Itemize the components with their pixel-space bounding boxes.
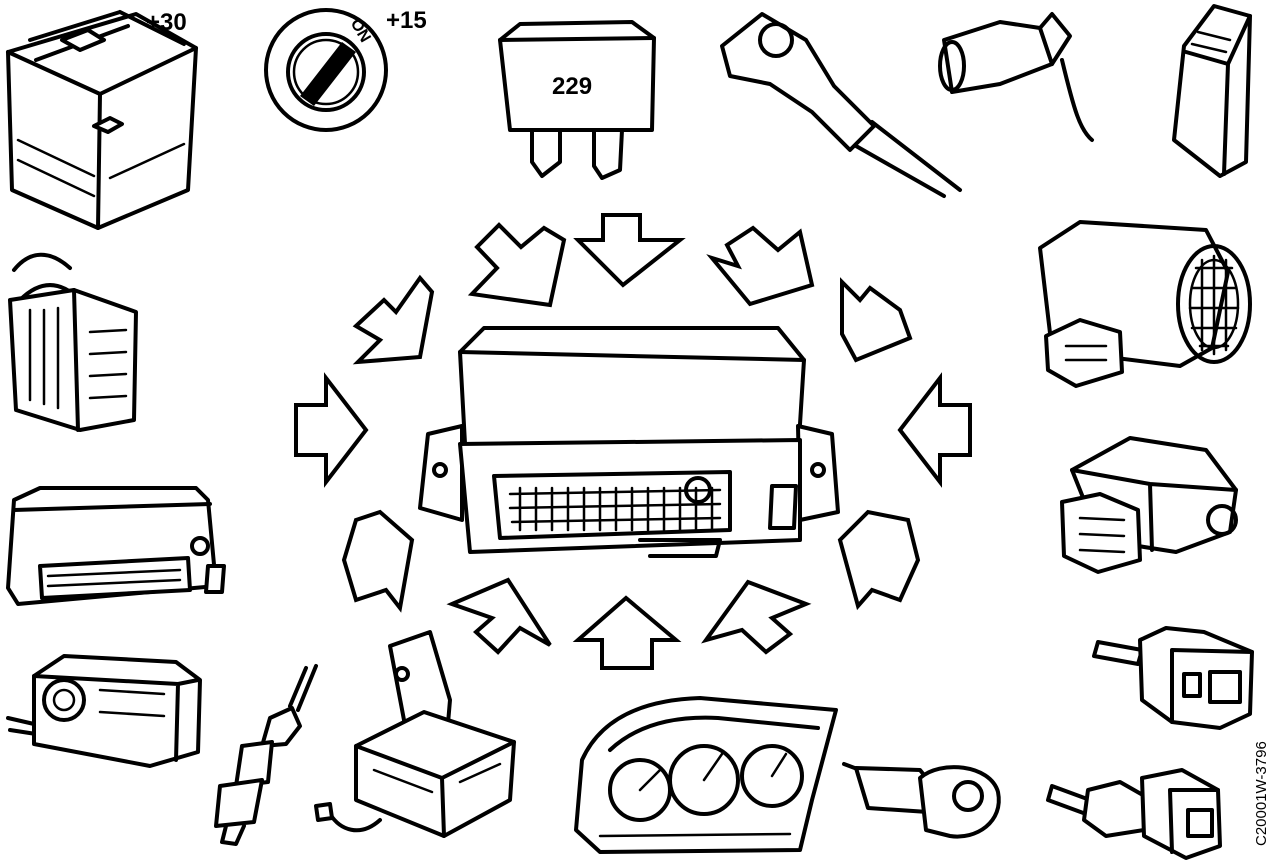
idle-valve-icon (6, 654, 202, 768)
arrow-lower-right (837, 509, 921, 611)
arrow-bottom (572, 595, 682, 670)
temperature-sensor-icon (1092, 626, 1254, 730)
relay-icon: 229 (498, 20, 656, 180)
harness-connector-icon (8, 252, 138, 432)
relay-number: 229 (552, 73, 592, 100)
battery-label: +30 (146, 9, 187, 36)
arrow-left (294, 372, 369, 488)
ignition-switch-icon: ON +15 (264, 7, 427, 132)
arrow-top-left (467, 222, 567, 308)
air-temperature-sensor-icon (1046, 768, 1222, 860)
speed-sensor-icon (938, 12, 1094, 142)
control-module (418, 326, 840, 558)
arrow-upper-left (352, 274, 435, 365)
arrow-top-right (706, 225, 815, 307)
air-mass-meter-icon (1038, 220, 1252, 388)
arrow-right (897, 372, 972, 488)
arrow-bottom-right (701, 579, 812, 655)
second-module-icon (6, 486, 226, 606)
arrow-top (573, 213, 686, 288)
arrow-lower-left (341, 509, 415, 613)
knock-sensor-icon (842, 762, 1001, 839)
figure-code: C20001W-3796 (1253, 741, 1270, 846)
arrow-upper-right (840, 277, 913, 363)
input-arrows (294, 213, 972, 670)
connector-top-right-icon (1172, 4, 1252, 178)
gear-selector-icon (314, 630, 516, 838)
arrow-bottom-left (446, 577, 552, 655)
ground-terminal-icon (720, 12, 962, 198)
module-pins (508, 486, 722, 532)
throttle-sensor-icon (1060, 436, 1238, 574)
battery-icon: +30 (6, 9, 198, 230)
instrument-cluster-icon (574, 696, 838, 854)
oxygen-sensor-icon (214, 664, 318, 846)
ignition-label: +15 (386, 7, 427, 34)
